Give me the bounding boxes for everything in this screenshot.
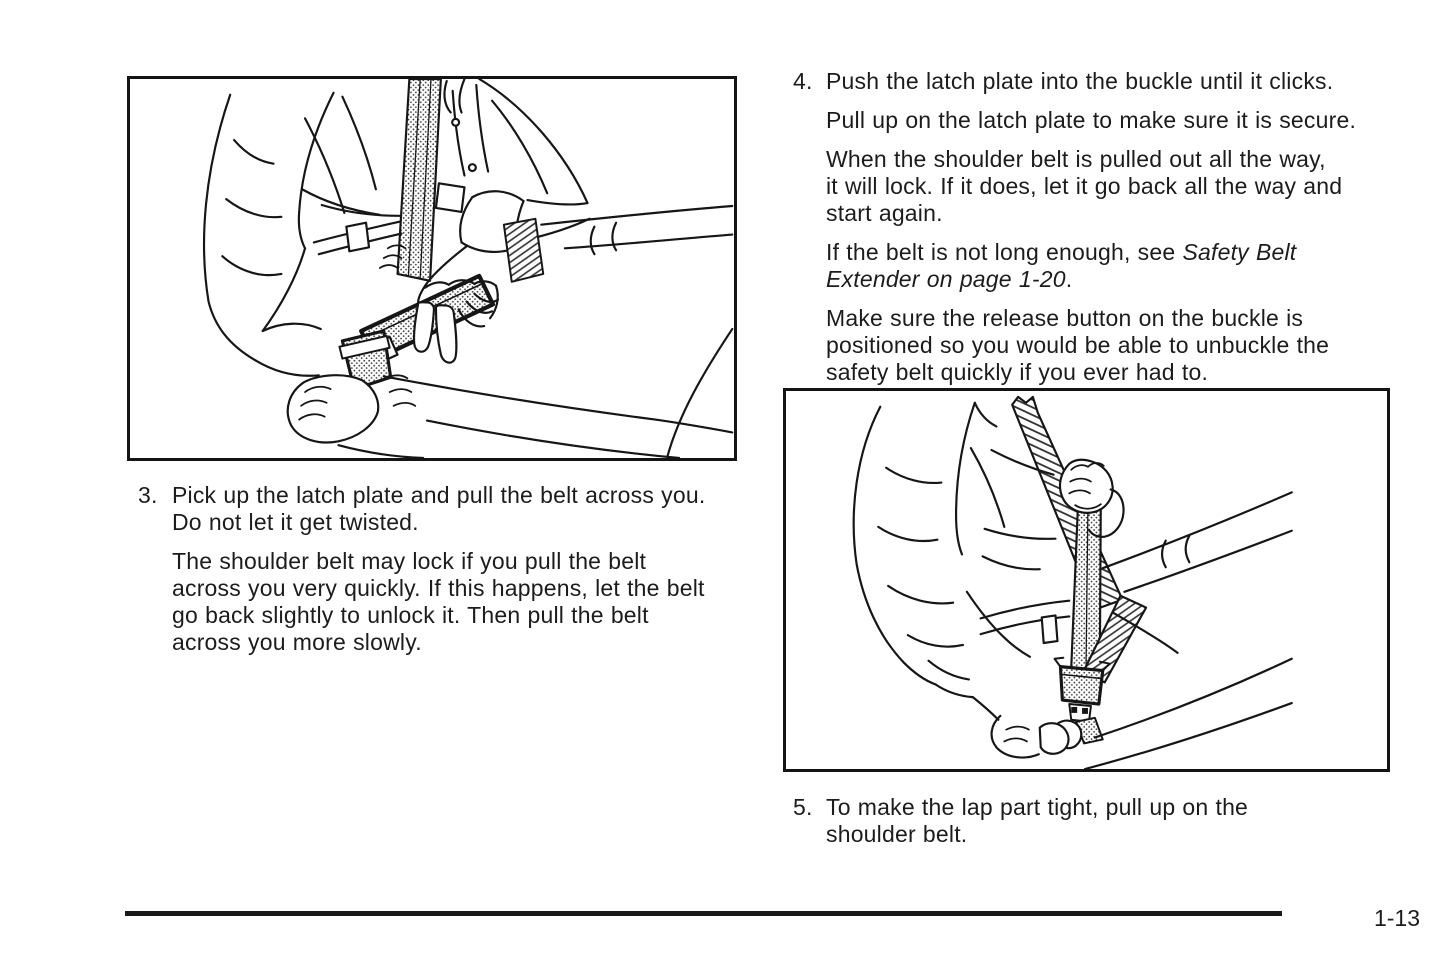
step-4-paragraph-5: Make sure the release button on the buck… bbox=[826, 305, 1330, 385]
step-3-text: Pick up the latch plate and pull the bel… bbox=[172, 482, 752, 656]
step-4-paragraph-2: Pull up on the latch plate to make sure … bbox=[826, 107, 1357, 133]
step-5-text: To make the lap part tight, pull up on t… bbox=[826, 794, 1405, 848]
step-5-number: 5. bbox=[793, 794, 813, 820]
figure2-frame bbox=[783, 388, 1390, 772]
figure1-illustration bbox=[203, 79, 734, 458]
step-5-paragraph-1: To make the lap part tight, pull up on t… bbox=[826, 794, 1249, 847]
step-4-cross-reference: Safety Belt Extender on page 1-20 bbox=[826, 239, 1297, 292]
step-4-item: 4. Push the latch plate into the buckle … bbox=[793, 68, 1405, 386]
footer-rule bbox=[125, 911, 1282, 916]
step-3-item: 3. Pick up the latch plate and pull the … bbox=[138, 482, 752, 656]
figure2-illustration bbox=[852, 395, 1293, 769]
step-4-number: 4. bbox=[793, 68, 813, 94]
step-4-paragraph-3: When the shoulder belt is pulled out all… bbox=[826, 146, 1343, 226]
step-4-paragraph-4-period: . bbox=[1065, 266, 1073, 292]
step-3-paragraph-1: Pick up the latch plate and pull the bel… bbox=[172, 482, 706, 535]
step-4-paragraph-4: If the belt is not long enough, see Safe… bbox=[826, 239, 1405, 293]
figure1-frame bbox=[127, 76, 737, 461]
step-4-paragraph-1: Push the latch plate into the buckle unt… bbox=[826, 68, 1334, 94]
page-number: 1-13 bbox=[1373, 905, 1420, 931]
step-3-paragraph-2: The shoulder belt may lock if you pull t… bbox=[172, 548, 705, 655]
step-5-item: 5. To make the lap part tight, pull up o… bbox=[793, 794, 1405, 848]
step-3-number: 3. bbox=[138, 482, 158, 508]
step-4-text: Push the latch plate into the buckle unt… bbox=[826, 68, 1405, 386]
step-4-paragraph-4-plain: If the belt is not long enough, see bbox=[826, 239, 1183, 265]
